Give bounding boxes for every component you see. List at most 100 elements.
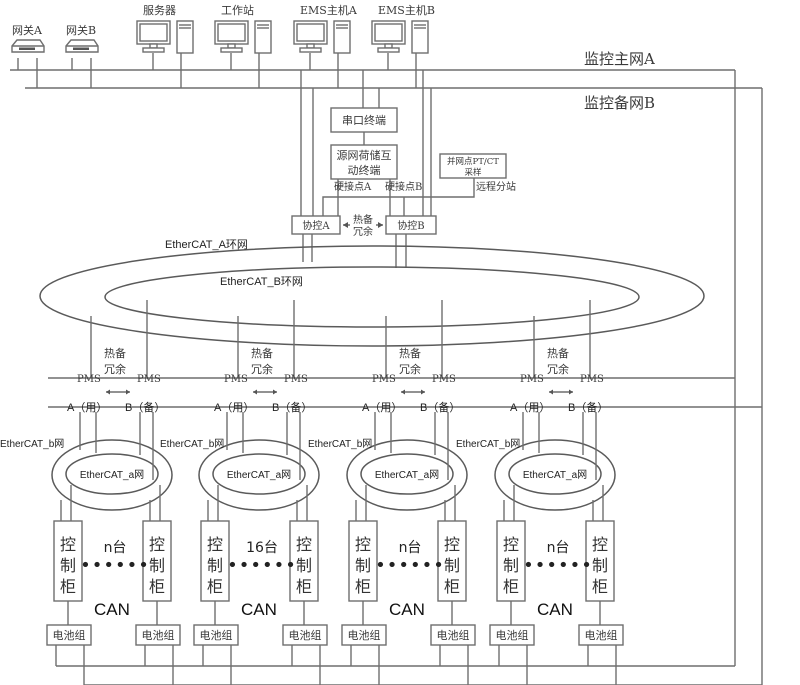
battery-group-label: 电池组 [289, 628, 322, 642]
redundancy-line1: 热备 [104, 346, 126, 360]
a-primary-label: A（用） [214, 401, 254, 414]
cabinet-char: 制 [60, 556, 76, 575]
cabinet-char: 制 [355, 556, 371, 575]
gateway-a: 网关A [11, 23, 45, 88]
ethercat-b-local-ring [494, 439, 616, 511]
redundancy-line2: 冗余 [104, 362, 126, 376]
computer-4: EMS主机B [371, 3, 435, 88]
cabinet-char: 制 [444, 556, 460, 575]
battery-group-label: 电池组 [53, 628, 86, 642]
computer-3: EMS主机A [293, 3, 358, 88]
cabinet-char: 制 [296, 556, 312, 575]
battery-box [46, 624, 92, 646]
computer-label: 工作站 [221, 3, 254, 17]
pt-ct-line1: 并网点PT/CT [447, 156, 499, 167]
cabinet-char: 柜 [355, 577, 371, 596]
redundancy-arrow-icon [253, 389, 277, 395]
ethercat-a-local-label: EtherCAT_a网 [227, 469, 291, 481]
cabinet-count-label: n台 [104, 540, 127, 556]
gateway-b-label: 网关B [66, 23, 96, 37]
ethercat-b-ring [104, 266, 640, 328]
b-backup-label: B（备） [420, 400, 460, 414]
cabinet-count-label: n台 [399, 540, 422, 556]
cabinet-char: 控 [592, 535, 608, 554]
pms-a-label: PMS [224, 374, 248, 385]
battery-group-label: 电池组 [348, 628, 381, 642]
ethercat-b-local-ring [346, 439, 468, 511]
monitor-main-label: 监控主网A [584, 50, 655, 68]
pt-ct-sampling-box [439, 153, 507, 179]
computer-icon [371, 20, 429, 54]
computer-icon [136, 20, 194, 54]
battery-box [430, 624, 476, 646]
computer-1: 服务器 [136, 4, 194, 88]
a-primary-label: A（用） [362, 401, 402, 414]
ethercat-a-local-label: EtherCAT_a网 [80, 469, 144, 481]
can-bus-label: CAN [94, 600, 130, 619]
interaction-terminal-line2: 动终端 [348, 163, 381, 177]
ellipsis-dots: •••••• [375, 555, 445, 576]
redundancy-line2: 冗余 [399, 362, 421, 376]
hard-contact-a-label: 硬接点A [334, 180, 372, 193]
ethercat-b-local-ring [51, 439, 173, 511]
cabinet-char: 柜 [444, 577, 460, 596]
ethercat-b-local-label: EtherCAT_b网 [308, 438, 372, 450]
center-hot-standby-line1: 热备 [353, 213, 373, 226]
gateway-icon [65, 39, 99, 53]
computer-icon [293, 20, 351, 54]
b-backup-label: B（备） [125, 400, 165, 414]
interaction-terminal-line1: 源网荷储互 [337, 148, 392, 162]
cabinet-char: 控 [503, 535, 519, 554]
cabinet-char: 控 [60, 535, 76, 554]
computer-label: EMS主机A [300, 3, 358, 17]
can-bus-label: CAN [537, 600, 573, 619]
b-backup-label: B（备） [568, 400, 608, 414]
pms-a-label: PMS [77, 374, 101, 385]
ethercat-a-ring [39, 245, 705, 347]
remote-substation-label: 远程分站 [476, 180, 516, 193]
pms-b-label: PMS [432, 374, 456, 385]
redundancy-line2: 冗余 [251, 362, 273, 376]
ethercat-a-local-ring [65, 453, 159, 495]
cabinet-char: 柜 [207, 577, 223, 596]
battery-group-label: 电池组 [496, 628, 529, 642]
computer-label: EMS主机B [378, 3, 435, 17]
ethercat-b-local-label: EtherCAT_b网 [456, 438, 520, 450]
cabinet-char: 柜 [592, 577, 608, 596]
a-primary-label: A（用） [67, 401, 107, 414]
battery-group-label: 电池组 [200, 628, 233, 642]
coordinator-a-box [291, 215, 341, 235]
cabinet-char: 控 [207, 535, 223, 554]
computer-icon [214, 20, 272, 54]
can-bus-label: CAN [389, 600, 425, 619]
cabinet-char: 柜 [296, 577, 312, 596]
battery-group-label: 电池组 [437, 628, 470, 642]
ethercat-a-local-label: EtherCAT_a网 [375, 469, 439, 481]
gateway-a-label: 网关A [12, 23, 43, 37]
gateway-b: 网关B [65, 23, 99, 88]
cabinet-char: 控 [355, 535, 371, 554]
ethercat-b-ring-label: EtherCAT_B环网 [220, 276, 303, 288]
cabinet-char: 控 [296, 535, 312, 554]
ellipsis-dots: •••••• [523, 555, 593, 576]
redundancy-line1: 热备 [547, 346, 569, 360]
pms-a-label: PMS [520, 374, 544, 385]
pms-b-label: PMS [137, 374, 161, 385]
gateway-icon [11, 39, 45, 53]
cabinet-char: 柜 [149, 577, 165, 596]
battery-box [341, 624, 387, 646]
ethercat-a-local-ring [508, 453, 602, 495]
cabinet-char: 制 [592, 556, 608, 575]
ellipsis-dots: •••••• [227, 555, 297, 576]
interaction-terminal-box [330, 144, 398, 180]
